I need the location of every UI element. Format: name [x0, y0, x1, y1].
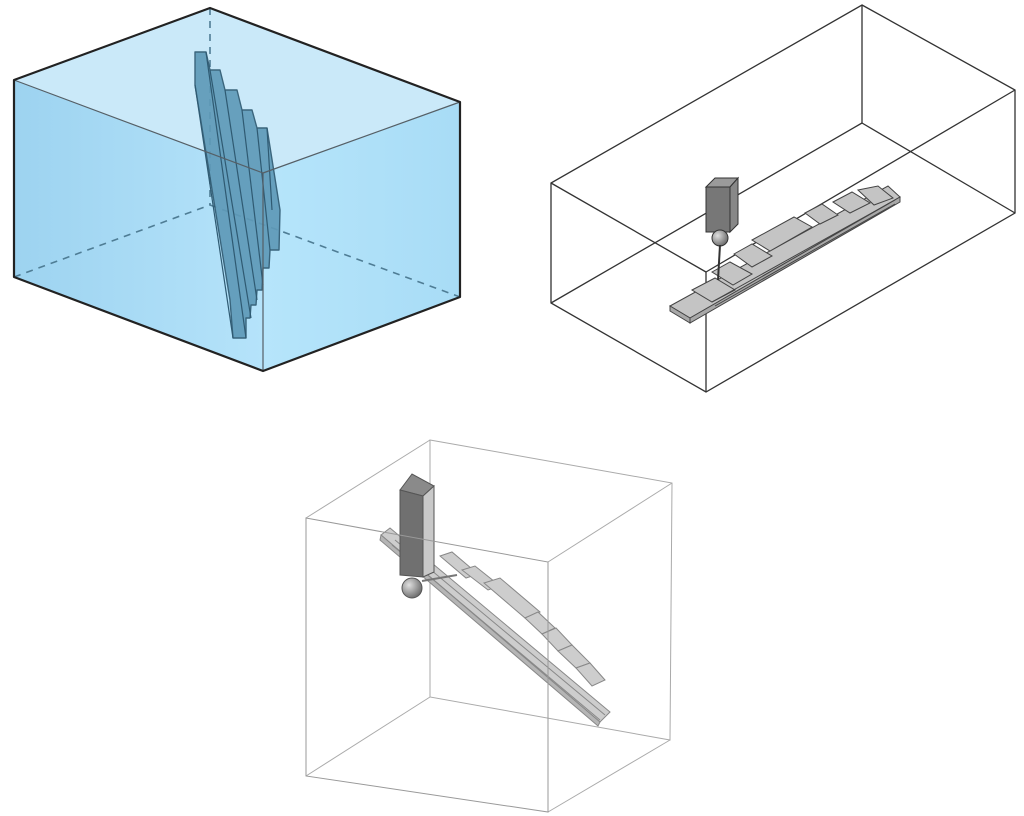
- box-right-face: [263, 102, 460, 371]
- print-head-tool: [704, 176, 740, 281]
- robot-arm-tool: [399, 473, 458, 599]
- tool-ball-joint: [401, 577, 423, 599]
- box-left-face: [14, 80, 263, 371]
- box-inner-edges: [13, 79, 461, 371]
- figure-cube-diagonal-build: [305, 439, 673, 813]
- tool-ball-joint: [711, 229, 729, 247]
- cube-back-edges: [305, 439, 673, 813]
- figure-box-horizontal-build: [550, 4, 1016, 393]
- cube-front-edges: [305, 517, 549, 813]
- box-edges: [550, 4, 1016, 393]
- figure-blue-box: [12, 6, 462, 373]
- box-outline: [12, 6, 462, 373]
- horizontal-part: [668, 185, 901, 324]
